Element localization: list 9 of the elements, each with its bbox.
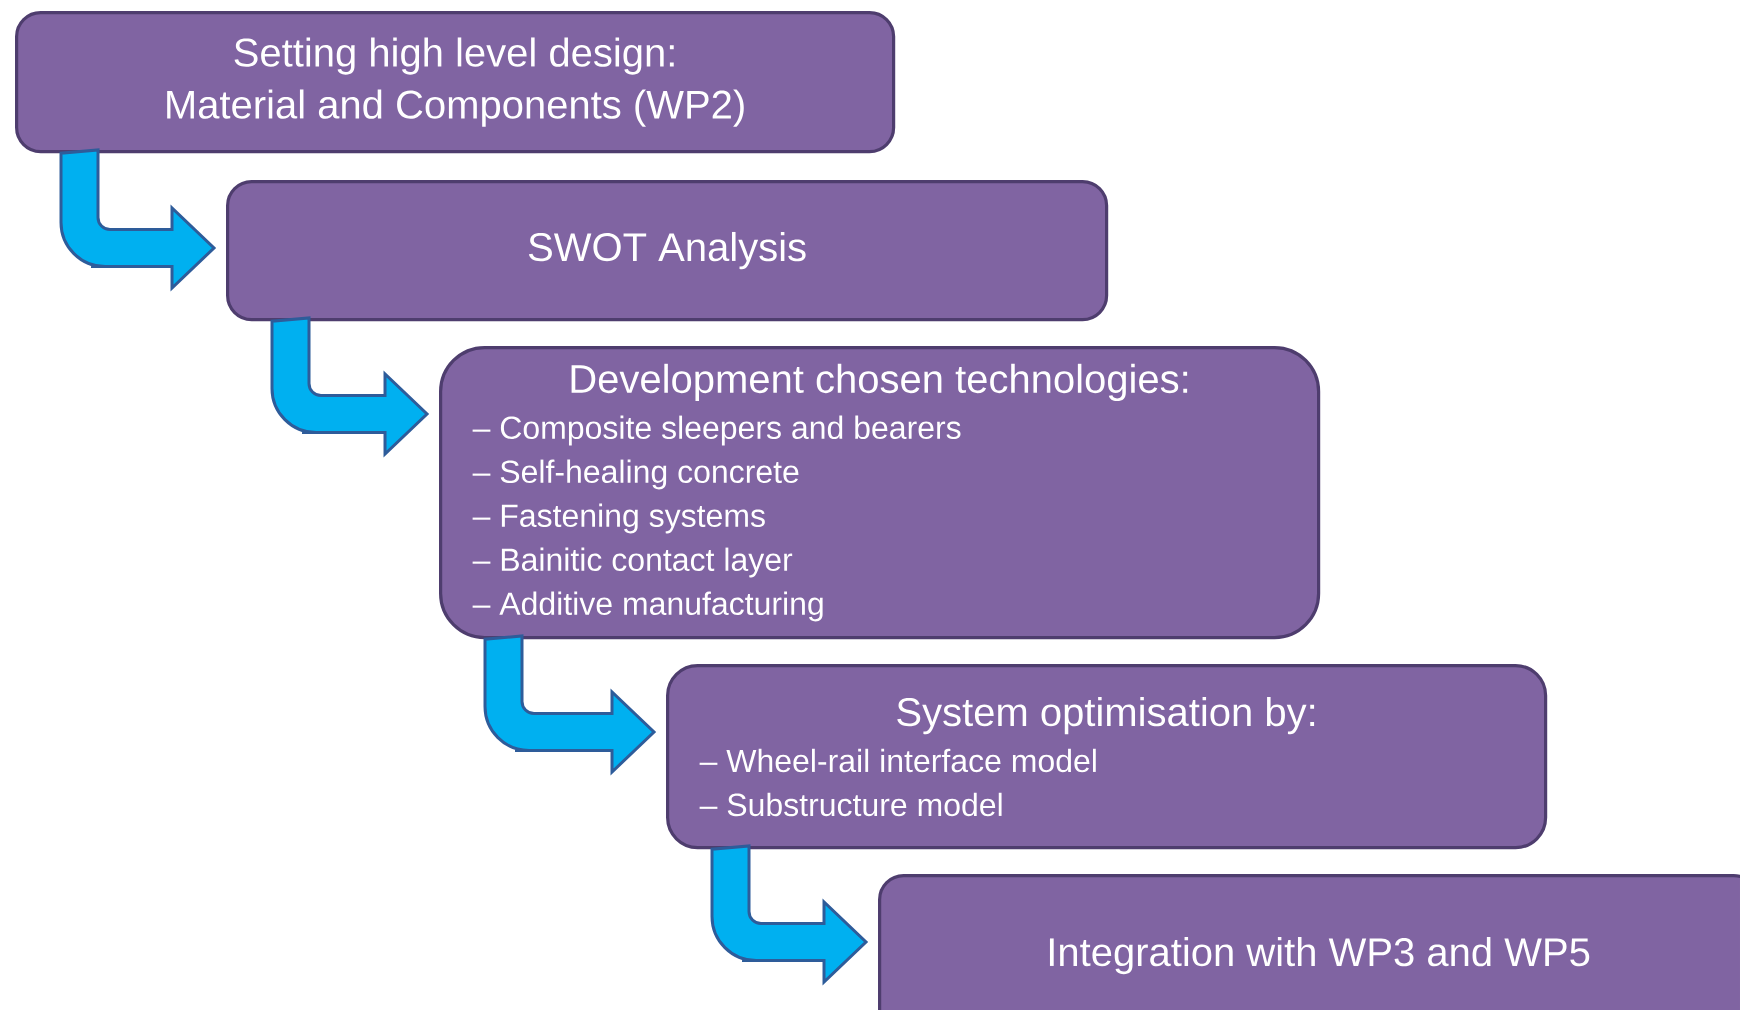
process-box: Development chosen technologies: – Composite sleepers and bearers – Self-healing concrete – Fastening systems – Bainitic contact layer – Additive manufacturing xyxy=(439,346,1321,640)
bent-arrow xyxy=(270,316,429,456)
process-box: SWOT Analysis xyxy=(226,180,1109,322)
bent-arrow xyxy=(483,634,656,774)
process-box: Integration with WP3 and WP5 xyxy=(878,874,1740,1010)
process-box: Setting high level design: Material and Components (WP2) xyxy=(15,11,896,154)
process-box: System optimisation by: – Wheel-rail interface model – Substructure model xyxy=(666,664,1548,850)
bent-arrow xyxy=(59,148,216,290)
bent-arrow xyxy=(710,844,868,984)
